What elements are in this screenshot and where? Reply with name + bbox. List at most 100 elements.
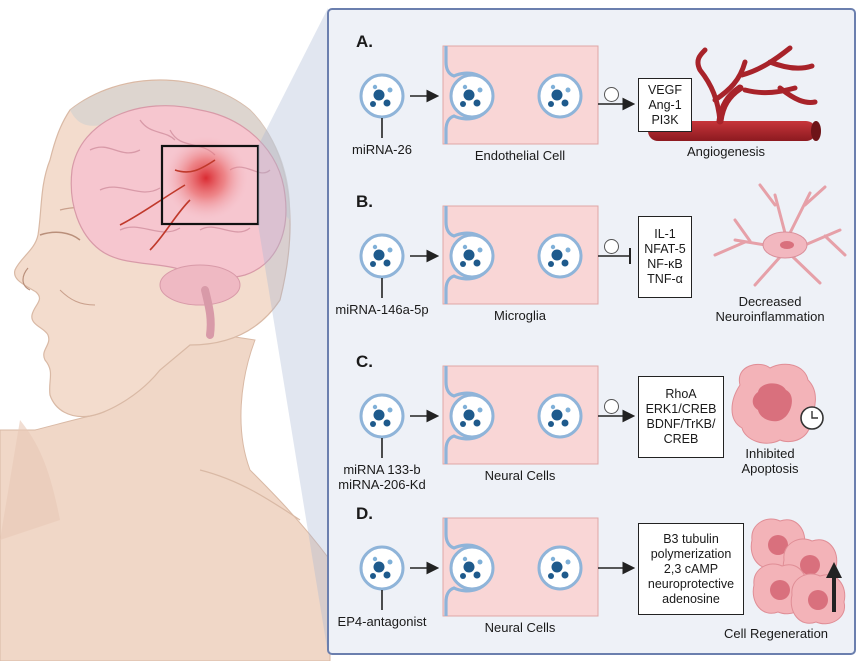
regulation-sign xyxy=(604,399,619,414)
endocytic-vesicle xyxy=(449,233,495,279)
zoom-projection xyxy=(258,8,328,654)
vessel-branches xyxy=(716,84,744,125)
regulation-sign xyxy=(604,87,619,102)
internal-vesicle-dot xyxy=(550,244,556,250)
internal-vesicle-dot xyxy=(548,261,554,267)
endocytic-vesicle-dot xyxy=(462,84,468,90)
endocytic-vesicle-dot xyxy=(473,419,481,427)
panel-d xyxy=(359,517,846,625)
target-label: ERK1/CREB xyxy=(645,402,717,416)
endocytic-vesicle-dot xyxy=(462,244,468,250)
source-vesicle xyxy=(359,73,405,119)
source-vesicle-dot xyxy=(387,247,393,253)
internal-vesicle-dot xyxy=(565,559,571,565)
endocytic-vesicle-dot xyxy=(460,101,466,107)
source-vesicle-dot xyxy=(383,259,391,267)
cell-type-label: Neural Cells xyxy=(484,620,556,635)
brain-illustration xyxy=(70,105,287,339)
internal-vesicle-dot xyxy=(550,556,556,562)
apoptotic-cell-clock-icon xyxy=(731,363,824,444)
endocytic-vesicle-dot xyxy=(473,99,481,107)
panel-a xyxy=(359,45,821,145)
internal-vesicle-dot xyxy=(565,247,571,253)
apoptotic-nucleus xyxy=(752,383,792,422)
endocytic-vesicle-dot xyxy=(462,556,468,562)
source-vesicle-dot xyxy=(370,421,376,427)
outcome-label: Inhibited xyxy=(745,446,795,461)
microglia-processes xyxy=(713,183,847,287)
endocytic-vesicle-dot xyxy=(463,409,475,421)
endocytic-vesicle-dot xyxy=(462,404,468,410)
endocytic-vesicle-dot xyxy=(460,261,466,267)
regenerating-cells-icon xyxy=(750,518,846,625)
source-label: miRNA-206-Kd xyxy=(338,477,426,492)
internal-vesicle-dot xyxy=(561,99,569,107)
internal-vesicle-dot xyxy=(561,419,569,427)
target-label: polymerization xyxy=(650,546,732,561)
source-label: miRNA-26 xyxy=(352,142,412,157)
vessel-end xyxy=(811,121,821,141)
outcome-label: Neuroinflammation xyxy=(715,309,825,324)
source-vesicle-dot xyxy=(370,261,376,267)
target-label: NF-κB xyxy=(647,257,683,271)
panel-letter: B. xyxy=(356,192,373,211)
source-vesicle-dot xyxy=(383,571,391,579)
source-vesicle-dot xyxy=(373,409,385,421)
internal-vesicle-dot xyxy=(551,249,563,261)
source-vesicle xyxy=(359,545,405,591)
endocytic-vesicle-dot xyxy=(463,89,475,101)
up-arrow-head xyxy=(826,562,842,578)
endocytic-vesicle xyxy=(449,73,495,119)
endocytic-vesicle-dot xyxy=(477,87,483,93)
source-vesicle-dot xyxy=(383,99,391,107)
outcome-label: Angiogenesis xyxy=(686,144,766,159)
target-label: TNF-α xyxy=(647,272,683,286)
vessel-branches xyxy=(695,45,818,124)
source-vesicle xyxy=(359,233,405,279)
endocytic-vesicle xyxy=(449,393,495,439)
internal-vesicle xyxy=(537,545,583,591)
internal-vesicle xyxy=(537,233,583,279)
internal-vesicle-dot xyxy=(548,573,554,579)
internal-vesicle xyxy=(537,393,583,439)
target-label: neuroprotective xyxy=(647,576,735,591)
target-label: VEGF xyxy=(647,82,683,97)
source-vesicle xyxy=(359,393,405,439)
endocytic-vesicle-dot xyxy=(477,247,483,253)
source-vesicle-dot xyxy=(373,249,385,261)
target-label: NFAT-5 xyxy=(644,242,686,256)
source-vesicle-dot xyxy=(373,561,385,573)
cell-type-label: Neural Cells xyxy=(484,468,556,483)
internal-vesicle-dot xyxy=(550,84,556,90)
target-label: adenosine xyxy=(662,591,720,606)
panel-c xyxy=(359,363,824,465)
panel-letter: A. xyxy=(356,32,373,51)
target-label: 2,3 cAMP xyxy=(663,561,719,576)
cell-nucleus xyxy=(768,535,788,555)
source-vesicle-dot xyxy=(383,419,391,427)
target-label: PI3K xyxy=(651,112,679,127)
target-label: B3 tubulin xyxy=(663,531,719,546)
endocytic-vesicle-dot xyxy=(477,407,483,413)
internal-vesicle-dot xyxy=(551,409,563,421)
source-label: EP4-antagonist xyxy=(337,614,427,629)
endocytic-vesicle-dot xyxy=(473,571,481,579)
regulation-sign xyxy=(604,239,619,254)
source-vesicle-dot xyxy=(387,407,393,413)
internal-vesicle-dot xyxy=(548,421,554,427)
target-label: CREB xyxy=(663,432,699,446)
cell-type-label: Endothelial Cell xyxy=(474,148,566,163)
internal-vesicle-dot xyxy=(551,561,563,573)
source-vesicle-dot xyxy=(372,244,378,250)
source-label: miRNA-146a-5p xyxy=(335,302,429,317)
endocytic-vesicle-dot xyxy=(460,421,466,427)
outcome-label: Cell Regeneration xyxy=(723,626,829,641)
endocytic-vesicle-dot xyxy=(473,259,481,267)
target-label: RhoA xyxy=(665,387,697,401)
panel-letter: C. xyxy=(356,352,373,371)
source-vesicle-dot xyxy=(372,84,378,90)
target-label: BDNF/TrKB/ xyxy=(646,417,716,431)
